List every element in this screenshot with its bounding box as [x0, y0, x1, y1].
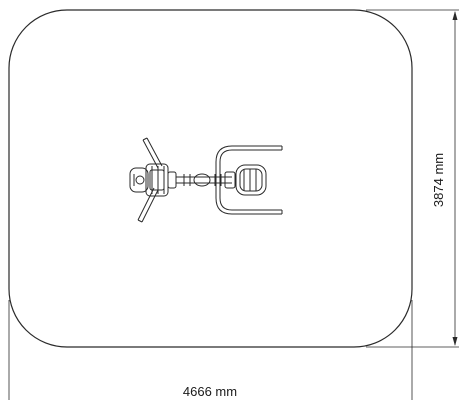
- equipment-top-view: [129, 137, 283, 223]
- handle-bar-upper: [142, 137, 163, 169]
- u-frame: [215, 145, 283, 215]
- mechanism-head: [129, 163, 177, 197]
- width-dimension-label: 4666 mm: [183, 384, 237, 399]
- central-beam: [176, 171, 236, 189]
- safety-area-outline: [8, 9, 413, 348]
- handle-bar-lower: [137, 187, 159, 223]
- height-arrow-bottom: [452, 337, 458, 346]
- height-dimension-label: 3874 mm: [431, 153, 446, 207]
- seat: [235, 164, 267, 196]
- height-arrow-top: [452, 11, 458, 20]
